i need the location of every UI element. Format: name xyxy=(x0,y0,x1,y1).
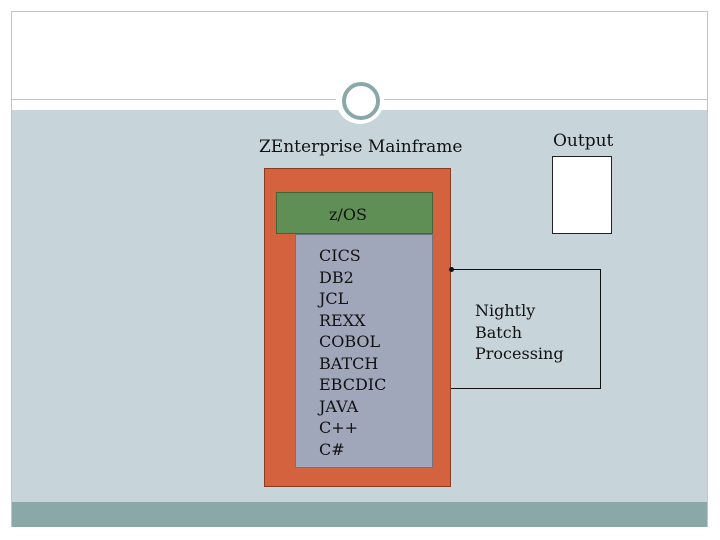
batch-label-line: Processing xyxy=(475,344,564,363)
technology-item: COBOL xyxy=(319,332,381,351)
technology-item: BATCH xyxy=(319,353,379,373)
batch-label-line: Nightly xyxy=(475,301,536,320)
technology-item: REXX xyxy=(319,310,366,330)
batch-label-line: Batch xyxy=(475,322,522,342)
ring-icon xyxy=(342,82,380,120)
technology-box xyxy=(295,234,433,468)
technology-item: C++ xyxy=(319,418,359,437)
technology-item: C# xyxy=(319,439,345,459)
batch-connector-line xyxy=(451,269,601,389)
technology-item: DB2 xyxy=(319,267,354,287)
zos-label: z/OS xyxy=(329,205,367,224)
technology-item: CICS xyxy=(319,246,361,265)
technology-list: CICS DB2 JCL REXX COBOL BATCH EBCDIC JAV… xyxy=(319,245,386,460)
technology-item: JCL xyxy=(319,289,349,308)
mainframe-label: ZEnterprise Mainframe xyxy=(259,137,463,157)
footer-bar xyxy=(12,502,707,527)
batch-processing-label: Nightly Batch Processing xyxy=(475,300,564,365)
technology-item: JAVA xyxy=(319,396,359,416)
connector-dot xyxy=(449,267,454,272)
technology-item: EBCDIC xyxy=(319,375,387,394)
output-label: Output xyxy=(553,131,614,151)
output-box xyxy=(552,156,612,234)
zos-bar xyxy=(276,192,433,234)
